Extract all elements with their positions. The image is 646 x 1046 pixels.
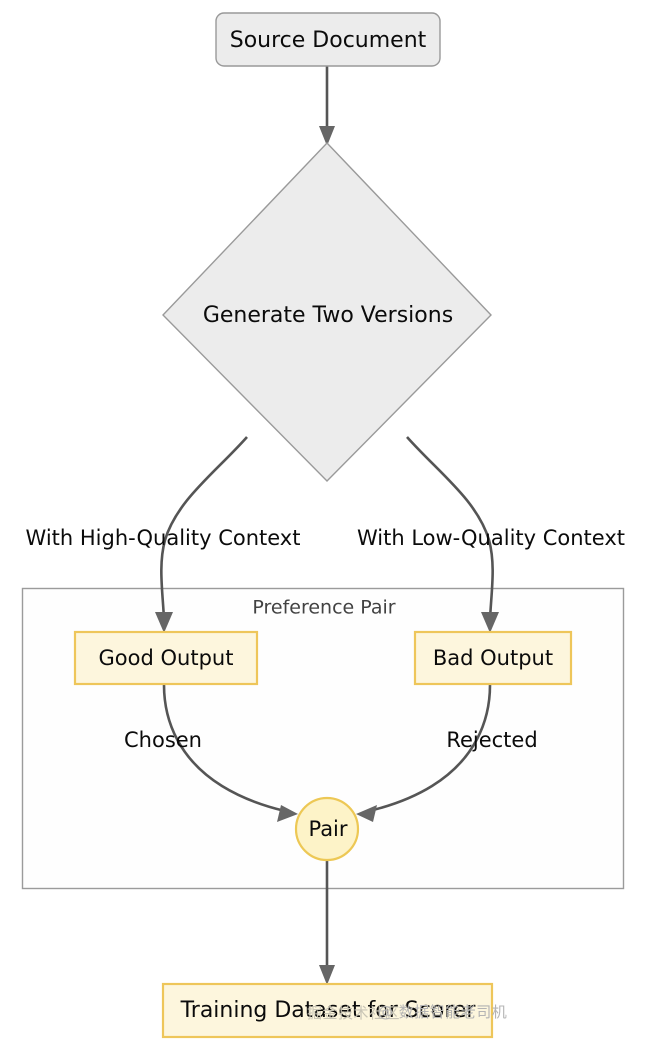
arrow-head-icon <box>356 805 377 822</box>
node-bad-output-shape[interactable] <box>413 630 573 686</box>
node-generate-two-versions-label: Generate Two Versions <box>203 303 453 328</box>
node-good-output-label: Good Output <box>99 646 234 670</box>
arrow-head-icon <box>155 612 173 633</box>
edge-label-high-quality-context: With High-Quality Context <box>26 526 301 550</box>
node-training-dataset[interactable]: Training Dataset for Scorer <box>161 982 494 1039</box>
node-pair-shape[interactable] <box>294 796 360 862</box>
node-source-document-label: Source Document <box>230 28 427 53</box>
edge-label-chosen: Chosen <box>124 728 202 752</box>
edge-source-to-generate <box>319 66 335 146</box>
edge-generate-to-good <box>155 436 248 633</box>
edge-good-to-pair <box>162 684 298 822</box>
edge-generate-to-bad-path <box>406 436 494 621</box>
node-source-document[interactable]: Source Document <box>215 12 441 67</box>
node-good-output-shape[interactable] <box>73 630 259 686</box>
node-training-dataset-label: Training Dataset for Scorer <box>180 998 477 1023</box>
arrow-head-icon <box>481 612 499 633</box>
node-generate-two-versions[interactable]: Generate Two Versions <box>162 141 492 482</box>
node-bad-output-label: Bad Output <box>433 646 553 670</box>
node-source-document-shape[interactable] <box>215 12 441 67</box>
arrow-head-icon <box>319 965 335 985</box>
edge-generate-to-bad <box>406 436 499 633</box>
edge-generate-to-good-path <box>160 436 248 621</box>
edge-label-low-quality-context: With Low-Quality Context <box>357 526 625 550</box>
node-training-dataset-shape[interactable] <box>161 982 494 1039</box>
edge-pair-to-dataset <box>319 860 335 985</box>
arrow-head-icon <box>319 126 335 146</box>
node-pair-label: Pair <box>308 817 347 841</box>
edge-bad-to-pair-path <box>368 684 492 813</box>
edge-good-to-pair-path <box>162 684 286 813</box>
node-good-output[interactable]: Good Output <box>73 630 259 686</box>
node-generate-two-versions-shape[interactable] <box>162 141 492 482</box>
node-bad-output[interactable]: Bad Output <box>413 630 573 686</box>
edge-bad-to-pair <box>356 684 492 822</box>
subgraph-preference-pair-title: Preference Pair <box>252 597 395 619</box>
node-pair[interactable]: Pair <box>294 796 360 862</box>
edge-label-rejected: Rejected <box>446 728 537 752</box>
arrow-head-icon <box>277 805 298 822</box>
